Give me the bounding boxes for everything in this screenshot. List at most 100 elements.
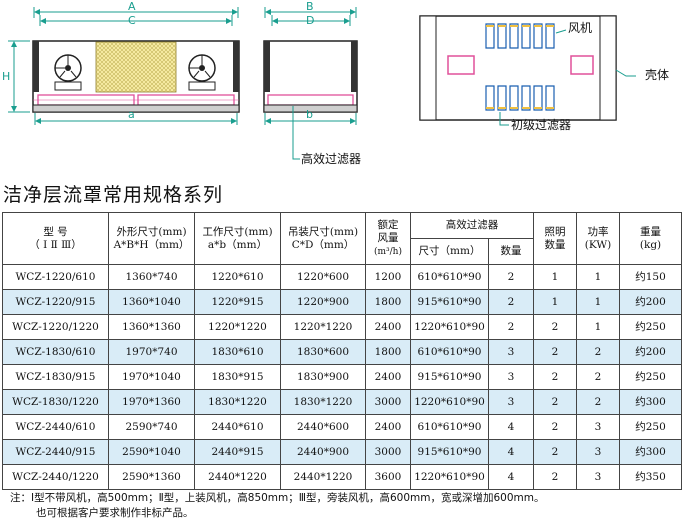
cell-outer: 2590*1040: [108, 439, 195, 465]
col-hepa-qty: 数量: [488, 238, 534, 265]
cell-work: 1220*915: [194, 289, 281, 315]
side-view: B D b 高效过滤器: [263, 0, 361, 166]
cell-light: 2: [533, 314, 577, 340]
cell-power: 3: [576, 439, 620, 465]
cell-model: WCZ-1220/610: [2, 264, 109, 290]
cell-hepa-qty: 3: [488, 389, 534, 415]
cell-airflow: 1200: [365, 264, 411, 290]
dim-D-label: D: [306, 14, 314, 27]
cell-weight: 约200: [619, 339, 682, 365]
cell-model: WCZ-1830/610: [2, 339, 109, 365]
spec-diagrams: A C H: [2, 0, 669, 166]
cell-weight: 约250: [619, 414, 682, 440]
col-outer-size: 外形尺寸(mm)A*B*H（mm）: [108, 212, 195, 265]
prefilter-label: 初级过滤器: [511, 118, 571, 132]
cell-mount: 2440*600: [280, 414, 366, 440]
cell-airflow: 2400: [365, 314, 411, 340]
cell-model: WCZ-2440/610: [2, 414, 109, 440]
cell-work: 1830*610: [194, 339, 281, 365]
cell-work: 2440*1220: [194, 464, 281, 490]
cell-hepa-size: 1220*610*90: [410, 314, 489, 340]
cell-model: WCZ-1220/1220: [2, 314, 109, 340]
cell-outer: 1970*1040: [108, 364, 195, 390]
coil-icon: [485, 85, 555, 111]
dim-B-label: B: [306, 0, 314, 13]
col-weight: 重量(kg): [619, 212, 682, 265]
cell-work: 2440*915: [194, 439, 281, 465]
cell-model: WCZ-1830/1220: [2, 389, 109, 415]
cell-hepa-size: 610*610*90: [410, 264, 489, 290]
col-mount-size: 吊装尺寸(mm)C*D（mm）: [280, 212, 366, 265]
cell-power: 3: [576, 414, 620, 440]
col-model: 型 号（ Ⅰ Ⅱ Ⅲ）: [2, 212, 109, 265]
cell-power: 2: [576, 364, 620, 390]
cell-airflow: 1800: [365, 289, 411, 315]
cell-hepa-qty: 2: [488, 264, 534, 290]
cell-outer: 1970*1360: [108, 389, 195, 415]
cell-hepa-qty: 4: [488, 414, 534, 440]
cell-mount: 2440*1220: [280, 464, 366, 490]
cell-light: 2: [533, 414, 577, 440]
footnote-line-2: 也可根据客户要求制作非标产品。: [36, 507, 194, 519]
front-view: A C H: [2, 0, 240, 125]
cell-hepa-qty: 3: [488, 339, 534, 365]
dim-a-label: a: [128, 108, 135, 121]
dim-C-label: C: [128, 14, 136, 27]
cell-model: WCZ-1830/915: [2, 364, 109, 390]
hepa-label: 高效过滤器: [301, 151, 361, 166]
cell-mount: 2440*900: [280, 439, 366, 465]
cell-airflow: 2400: [365, 414, 411, 440]
cell-model: WCZ-1220/915: [2, 289, 109, 315]
page-title: 洁净层流罩常用规格系列: [3, 184, 224, 206]
cell-model: WCZ-2440/915: [2, 439, 109, 465]
cell-light: 2: [533, 339, 577, 365]
cell-hepa-size: 915*610*90: [410, 289, 489, 315]
fan-icon: [188, 54, 216, 91]
table-subheader-row: 尺寸（mm） 数量: [3, 238, 682, 265]
cell-weight: 约300: [619, 439, 682, 465]
cell-weight: 约150: [619, 264, 682, 290]
dim-H-label: H: [2, 70, 10, 83]
cell-weight: 约250: [619, 314, 682, 340]
cell-mount: 1220*600: [280, 264, 366, 290]
cell-weight: 约300: [619, 389, 682, 415]
cell-airflow: 3000: [365, 389, 411, 415]
cell-airflow: 2400: [365, 364, 411, 390]
col-power: 功率(KW): [576, 212, 620, 265]
col-hepa-size: 尺寸（mm）: [410, 238, 489, 265]
cell-light: 2: [533, 389, 577, 415]
col-airflow: 额定风量(m³/h): [365, 212, 411, 265]
shell-label: 壳体: [645, 68, 669, 82]
cell-airflow: 3600: [365, 464, 411, 490]
table-header-row: 型 号（ Ⅰ Ⅱ Ⅲ） 外形尺寸(mm)A*B*H（mm） 工作尺寸(mm)a*…: [2, 212, 682, 265]
cell-light: 2: [533, 464, 577, 490]
cell-weight: 约250: [619, 364, 682, 390]
col-work-size: 工作尺寸(mm)a*b（mm）: [194, 212, 281, 265]
col-light: 照明数量: [533, 212, 577, 265]
cell-hepa-qty: 3: [488, 364, 534, 390]
cell-hepa-size: 915*610*90: [410, 364, 489, 390]
cell-hepa-qty: 4: [488, 464, 534, 490]
cell-light: 2: [533, 439, 577, 465]
cell-hepa-qty: 2: [488, 314, 534, 340]
cell-power: 1: [576, 289, 620, 315]
cell-outer: 1360*1040: [108, 289, 195, 315]
cell-airflow: 3000: [365, 439, 411, 465]
cell-light: 1: [533, 264, 577, 290]
cell-mount: 1830*1220: [280, 389, 366, 415]
cell-outer: 2590*740: [108, 414, 195, 440]
cell-mount: 1220*1220: [280, 314, 366, 340]
cell-hepa-size: 915*610*90: [410, 439, 489, 465]
cell-work: 1220*1220: [194, 314, 281, 340]
cell-power: 2: [576, 339, 620, 365]
col-hepa-group: 高效过滤器: [410, 212, 534, 239]
cell-light: 2: [533, 364, 577, 390]
cell-work: 2440*610: [194, 414, 281, 440]
cell-work: 1220*610: [194, 264, 281, 290]
